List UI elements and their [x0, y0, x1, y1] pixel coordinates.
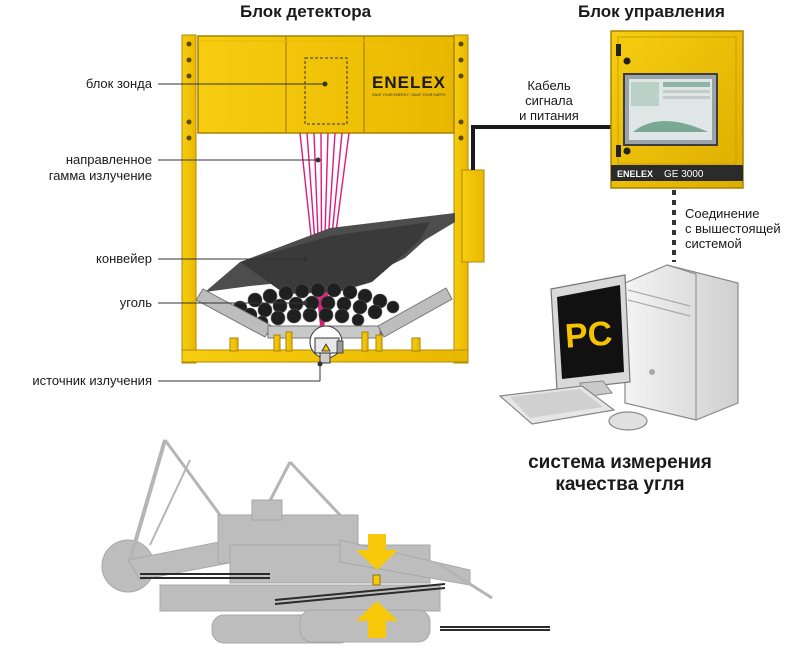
control-unit-title: Блок управления — [578, 2, 725, 21]
pc-screen-text: PC — [564, 314, 614, 355]
detector-brand: ENELEX — [372, 73, 446, 92]
radiation-source-icon — [309, 325, 344, 364]
label-coal: уголь — [119, 295, 152, 310]
excavator-conveyor — [140, 573, 550, 631]
signal-power-cable — [471, 125, 613, 170]
control-model: GE 3000 — [664, 169, 704, 180]
label-source: источник излучения — [32, 373, 152, 388]
caption-line1: система измерения — [528, 452, 712, 473]
arrow-down-icon — [356, 534, 398, 570]
arrow-up-icon — [356, 601, 398, 638]
detector-unit-title: Блок детектора — [240, 2, 372, 21]
control-unit — [610, 30, 744, 189]
control-brand: ENELEX — [617, 169, 653, 179]
label-gamma-line1: направленное — [65, 152, 152, 167]
label-link-line2: с вышестоящей — [685, 221, 781, 236]
detector-brand-tagline: SAVE YOUR ENERGY / SAVE YOUR EARTH — [372, 93, 446, 97]
measurement-point — [372, 574, 381, 586]
label-cable-line3: и питания — [519, 108, 579, 123]
system-caption: система измерения качества угля — [500, 452, 740, 496]
label-gamma-line2: гамма излучение — [48, 168, 152, 183]
leader-lines — [158, 83, 325, 382]
conveyor — [195, 213, 455, 352]
label-conveyor: конвейер — [96, 251, 152, 266]
label-link-line3: системой — [685, 236, 742, 251]
bucket-wheel-excavator — [101, 439, 493, 644]
pc-workstation — [498, 264, 739, 431]
caption-line2: качества угля — [555, 474, 685, 495]
label-cable-line2: сигнала — [525, 93, 573, 108]
label-link-line1: Соединение — [685, 206, 760, 221]
label-cable-line1: Кабель — [527, 78, 571, 93]
label-probe-block: блок зонда — [85, 76, 152, 91]
